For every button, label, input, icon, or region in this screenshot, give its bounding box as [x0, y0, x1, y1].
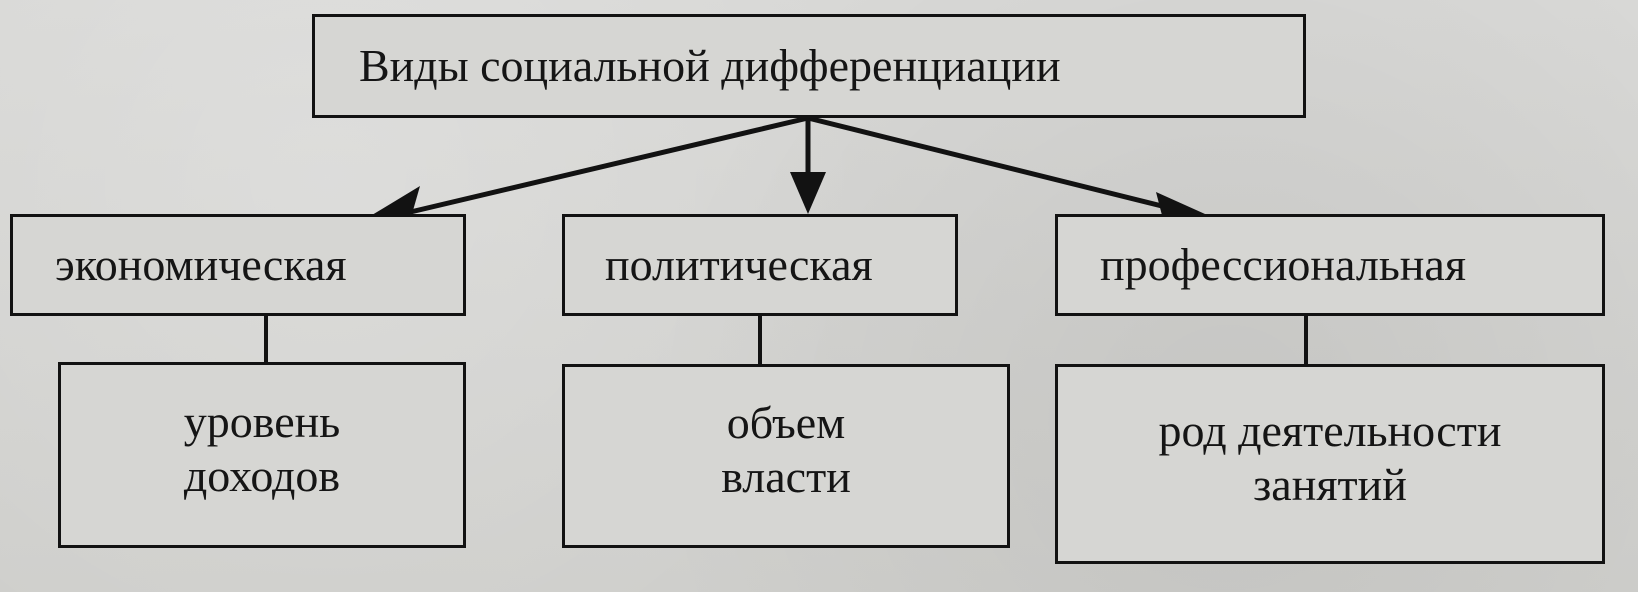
professional-detail-text: род деятельности занятий	[1159, 404, 1502, 513]
economic-detail-line-1: уровень	[183, 395, 341, 447]
political-category-label: политическая	[605, 238, 873, 290]
professional-detail-line-2: занятий	[1253, 459, 1407, 510]
root-category-label: Виды социальной дифференциации	[359, 39, 1061, 91]
political-category-box: политическая	[562, 214, 958, 316]
professional-detail-line-1: род деятельности	[1158, 404, 1502, 456]
political-detail-box: объем власти	[562, 364, 1010, 548]
economic-detail-line-2: доходов	[183, 450, 341, 501]
professional-category-box: профессиональная	[1055, 214, 1605, 316]
economic-category-box: экономическая	[10, 214, 466, 316]
arrow-line-economic	[399, 115, 811, 217]
political-detail-text: объем власти	[721, 396, 851, 505]
political-detail-line-1: объем	[726, 396, 846, 448]
arrow-head-economic	[372, 186, 420, 221]
root-category-box: Виды социальной дифференциации	[312, 14, 1306, 118]
arrow-head-political	[790, 172, 826, 214]
professional-detail-box: род деятельности занятий	[1055, 364, 1605, 564]
political-detail-line-2: власти	[721, 451, 851, 502]
arrow-line-professional	[805, 115, 1181, 213]
economic-detail-box: уровень доходов	[58, 362, 466, 548]
professional-category-label: профессиональная	[1100, 238, 1467, 290]
economic-category-label: экономическая	[55, 238, 347, 290]
economic-detail-text: уровень доходов	[184, 395, 340, 504]
